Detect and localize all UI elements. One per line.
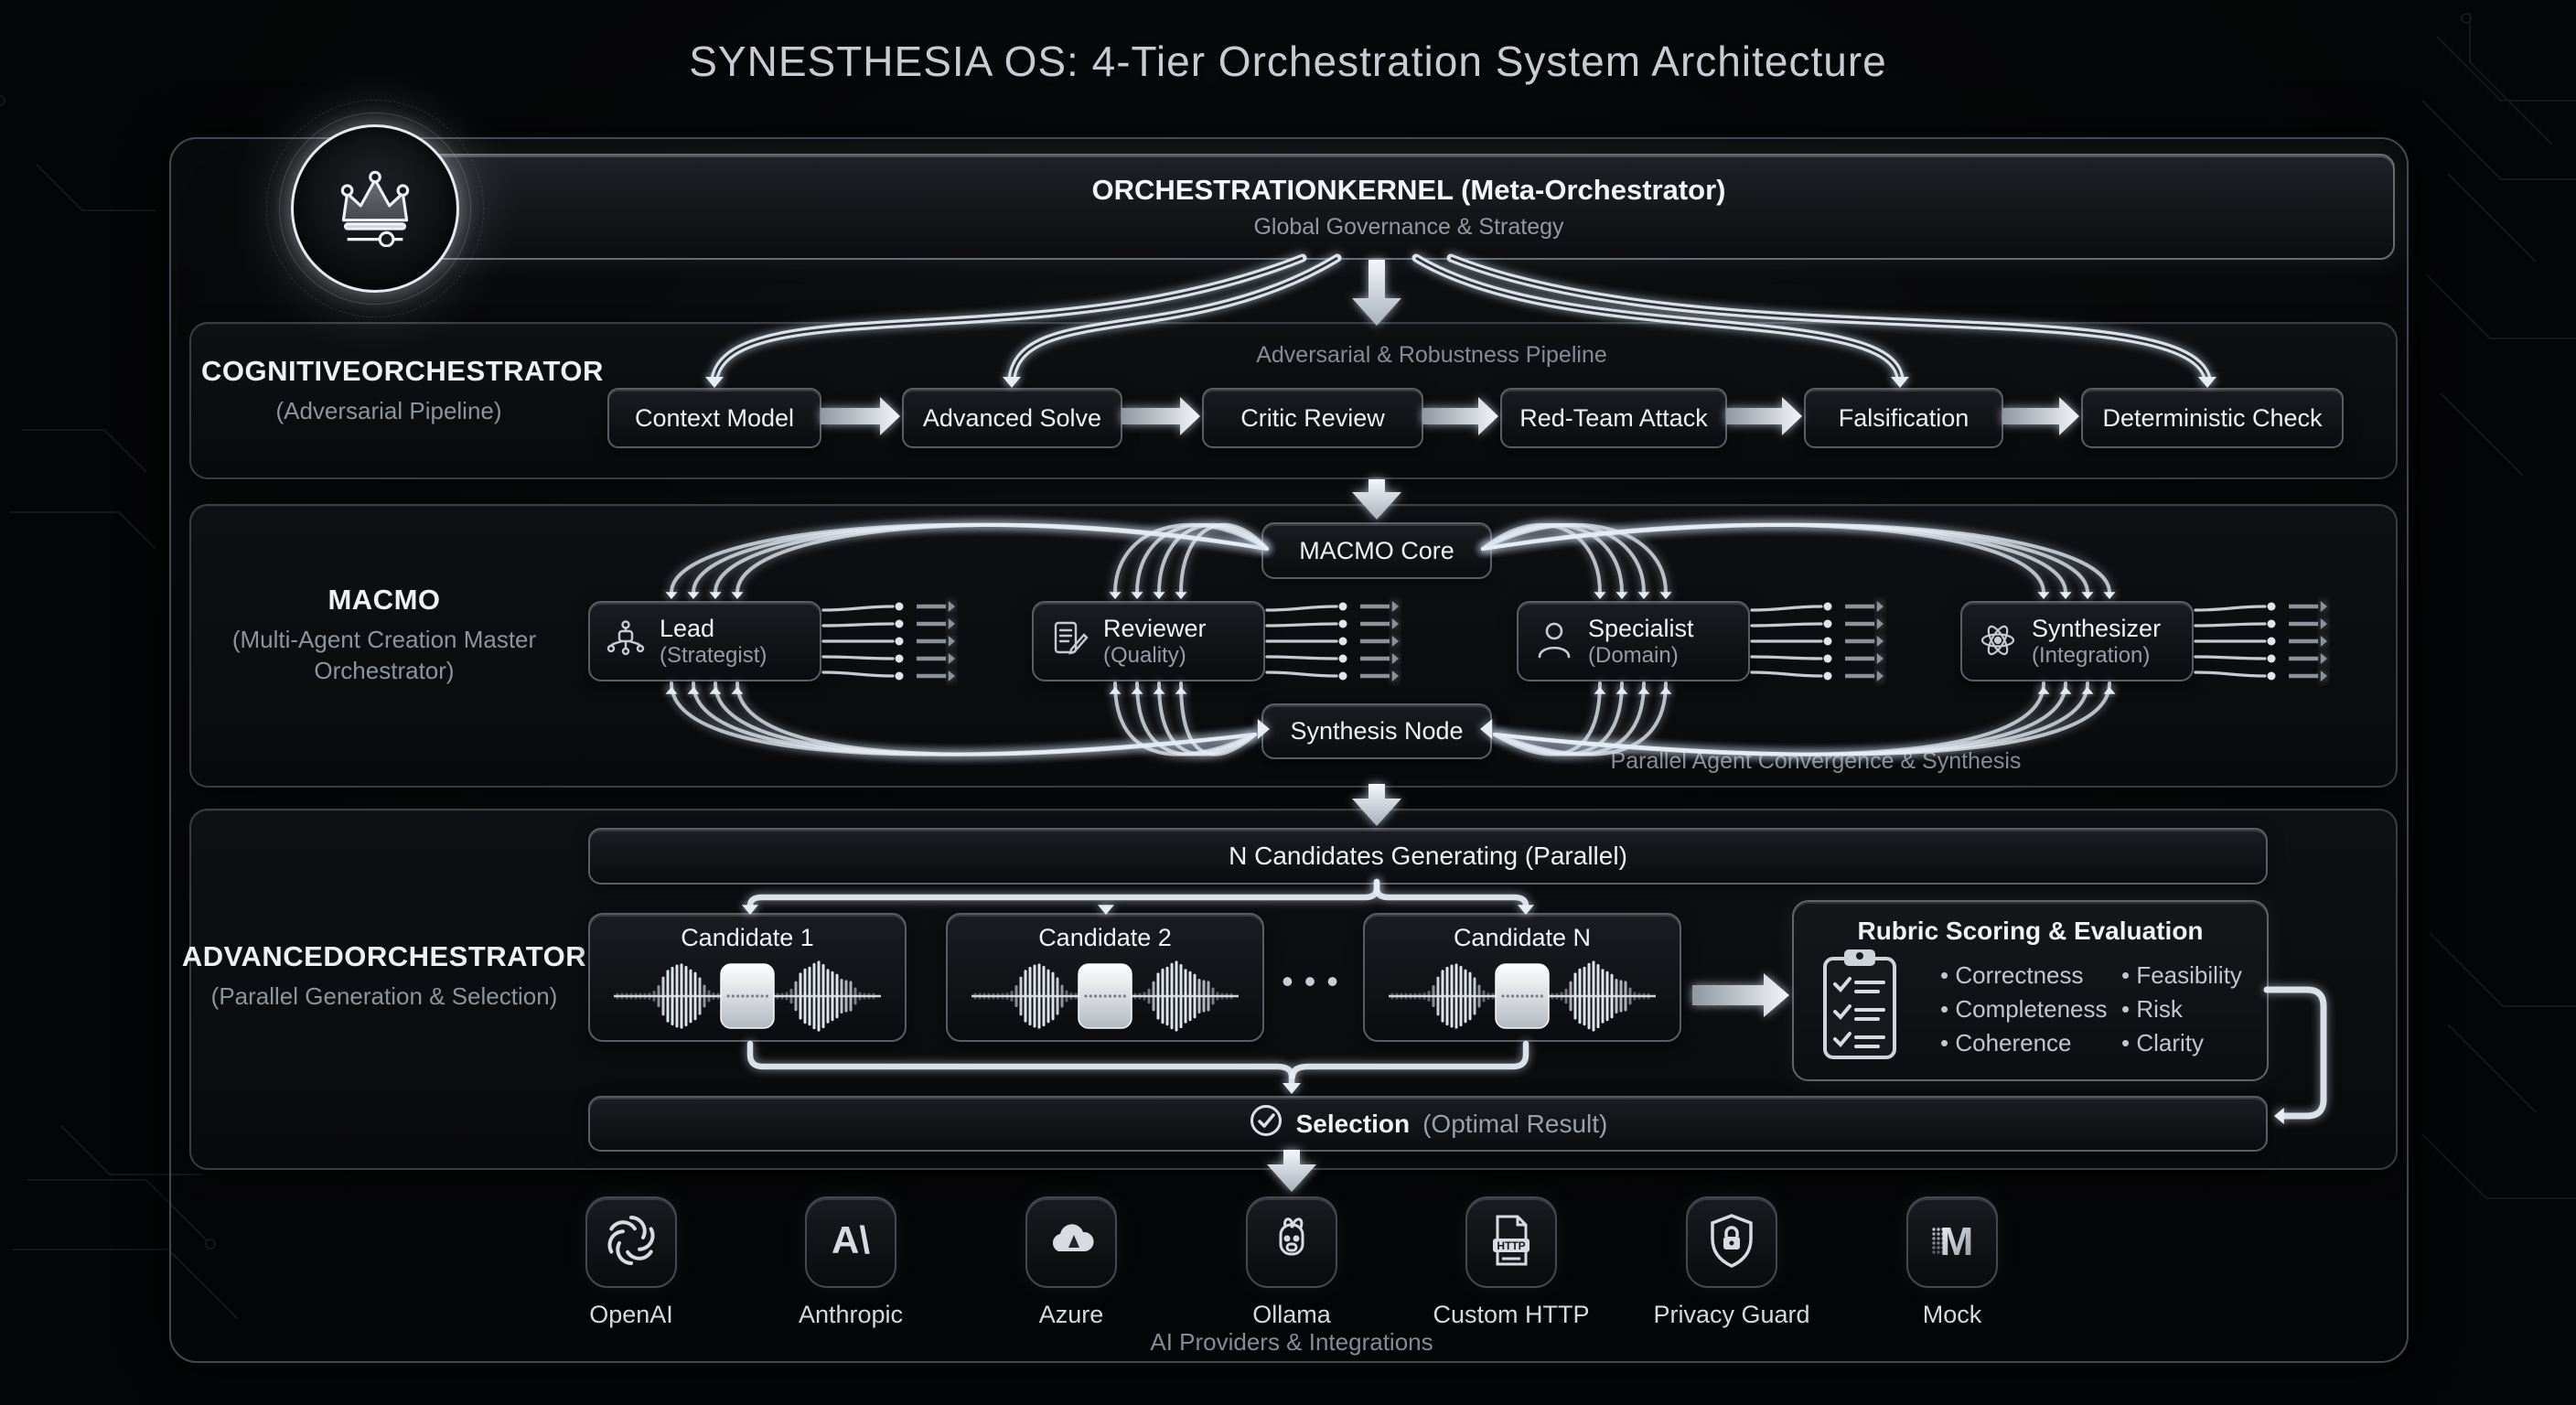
pipeline-stage-4: Red-Team Attack	[1500, 388, 1727, 448]
clipboard-check-icon	[1819, 946, 1900, 1067]
waveform-icon	[968, 954, 1242, 1043]
shield-lock-icon	[1702, 1211, 1761, 1274]
provider-label: OpenAI	[589, 1301, 673, 1328]
selection-label: Selection	[1295, 1109, 1411, 1138]
agent-name: Specialist	[1588, 614, 1694, 642]
svg-text:HTTP: HTTP	[1497, 1239, 1525, 1252]
provider-label: Privacy Guard	[1653, 1301, 1810, 1328]
provider-tile	[1025, 1196, 1117, 1288]
mock-icon: M	[1923, 1211, 1981, 1274]
provider-tile: M	[1906, 1196, 1998, 1288]
tier4-label: ADVANCEDORCHESTRATOR (Parallel Generatio…	[181, 940, 587, 1010]
provider-custom-http: HTTP Custom HTTP	[1433, 1196, 1590, 1329]
agent-role: (Quality)	[1103, 642, 1186, 668]
hierarchy-icon	[605, 618, 647, 665]
agent-text: Synthesizer(Integration)	[2032, 615, 2161, 669]
tier2-pipeline-caption: Adversarial & Robustness Pipeline	[1256, 342, 1607, 368]
provider-azure: Azure	[1025, 1196, 1117, 1329]
rubric-criteria-left: • Correctness • Completeness • Coherence	[1940, 959, 2108, 1060]
provider-label: Azure	[1038, 1301, 1104, 1328]
person-icon	[1533, 618, 1575, 665]
agent-node-lead: Lead(Strategist)	[588, 601, 821, 681]
provider-mock: M Mock	[1906, 1196, 1998, 1329]
rubric-box: Rubric Scoring & Evaluation • Correctnes…	[1792, 900, 2269, 1081]
agent-role: (Domain)	[1588, 642, 1679, 668]
tier1-title: ORCHESTRATIONKERNEL (Meta-Orchestrator)	[1091, 173, 1726, 206]
tier3-caption: Parallel Agent Convergence & Synthesis	[1610, 748, 2022, 774]
provider-openai: OpenAI	[585, 1196, 677, 1329]
anthropic-icon: A\	[821, 1211, 880, 1274]
pipeline-stage-3: Critic Review	[1202, 388, 1423, 448]
atom-icon	[1977, 618, 2019, 665]
provider-ollama: Ollama	[1246, 1196, 1337, 1329]
agent-name: Lead	[660, 614, 715, 642]
rubric-criteria-right: • Feasibility • Risk • Clarity	[2121, 959, 2242, 1060]
svg-text:A\: A\	[832, 1218, 870, 1261]
agent-name: Synthesizer	[2032, 614, 2162, 642]
ollama-icon	[1262, 1211, 1321, 1274]
provider-tile	[1686, 1196, 1777, 1288]
candidate-box-3: Candidate N	[1363, 913, 1681, 1042]
candidate-box-1: Candidate 1	[588, 913, 907, 1042]
provider-label: Custom HTTP	[1433, 1301, 1590, 1328]
waveform-icon	[610, 954, 885, 1043]
agent-role: (Strategist)	[660, 642, 767, 668]
agent-text: Specialist(Domain)	[1588, 615, 1694, 669]
provider-privacy-guard: Privacy Guard	[1653, 1196, 1810, 1329]
check-circle-icon	[1249, 1103, 1283, 1144]
pipeline-stage-6: Deterministic Check	[2081, 388, 2344, 448]
rubric-item: • Feasibility	[2121, 961, 2242, 989]
macmo-core-node: MACMO Core	[1261, 522, 1492, 579]
candidate-box-2: Candidate 2	[946, 913, 1264, 1042]
waveform-icon	[1385, 954, 1659, 1043]
provider-label: Mock	[1922, 1301, 1982, 1328]
provider-tile	[585, 1196, 677, 1288]
rubric-title: Rubric Scoring & Evaluation	[1857, 917, 2204, 945]
candidate-title: Candidate 1	[681, 924, 814, 951]
pipeline-stage-2: Advanced Solve	[902, 388, 1122, 448]
selection-sublabel: (Optimal Result)	[1422, 1109, 1608, 1138]
candidate-title: Candidate N	[1453, 924, 1592, 951]
openai-icon	[602, 1211, 660, 1274]
agent-node-reviewer: Reviewer(Quality)	[1032, 601, 1265, 681]
tier1-subtitle: Global Governance & Strategy	[1253, 213, 1564, 240]
pipeline-stage-1: Context Model	[607, 388, 821, 448]
rubric-item: • Risk	[2121, 995, 2183, 1023]
tier3-label: MACMO (Multi-Agent Creation Master Orche…	[231, 584, 537, 684]
crown-icon	[331, 166, 419, 252]
tier2-label: COGNITIVEORCHESTRATOR (Adversarial Pipel…	[201, 355, 604, 424]
agent-name: Reviewer	[1103, 614, 1207, 642]
agent-text: Reviewer(Quality)	[1103, 615, 1207, 669]
rubric-item: • Coherence	[1940, 1029, 2072, 1056]
provider-tile: A\	[805, 1196, 896, 1288]
agent-node-synthesizer: Synthesizer(Integration)	[1960, 601, 2194, 681]
agent-role: (Integration)	[2032, 642, 2151, 668]
crown-badge	[266, 100, 484, 317]
provider-tile	[1246, 1196, 1337, 1288]
provider-label: Ollama	[1252, 1301, 1331, 1328]
agent-text: Lead(Strategist)	[660, 615, 767, 669]
http-icon: HTTP	[1482, 1211, 1540, 1274]
candidates-generating-bar: N Candidates Generating (Parallel)	[588, 828, 2268, 885]
provider-tile: HTTP	[1465, 1196, 1557, 1288]
rubric-item: • Correctness	[1940, 961, 2084, 989]
rubric-item: • Completeness	[1940, 995, 2108, 1023]
document-edit-icon	[1048, 618, 1090, 665]
providers-caption: AI Providers & Integrations	[1150, 1328, 1433, 1356]
ellipsis: •••	[1282, 962, 1349, 1000]
azure-icon	[1042, 1211, 1100, 1274]
synthesis-node: Synthesis Node	[1261, 703, 1492, 759]
page-title: SYNESTHESIA OS: 4-Tier Orchestration Sys…	[689, 38, 1887, 85]
rubric-item: • Clarity	[2121, 1029, 2204, 1056]
candidate-title: Candidate 2	[1038, 924, 1172, 951]
tier1-kernel-bar: ORCHESTRATIONKERNEL (Meta-Orchestrator) …	[423, 154, 2395, 260]
selection-bar: Selection (Optimal Result)	[588, 1096, 2268, 1152]
provider-label: Anthropic	[798, 1301, 904, 1328]
svg-text:M: M	[1940, 1219, 1974, 1264]
agent-node-specialist: Specialist(Domain)	[1517, 601, 1750, 681]
pipeline-stage-5: Falsification	[1804, 388, 2003, 448]
provider-anthropic: A\ Anthropic	[799, 1196, 903, 1329]
